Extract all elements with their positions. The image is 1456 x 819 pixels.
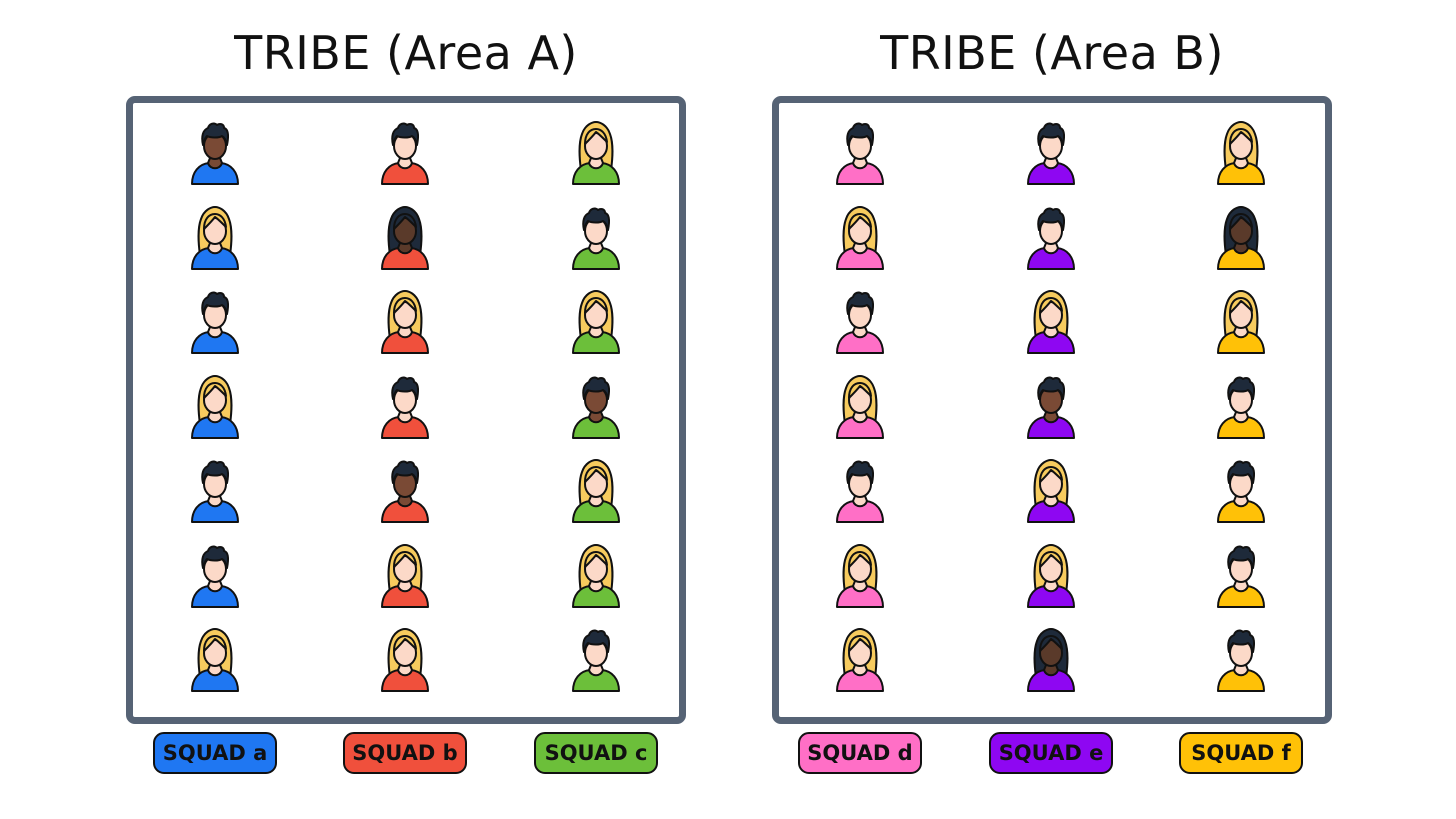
female-person-icon [189,627,241,693]
female-person-icon [189,205,241,271]
male-person-icon [834,289,886,355]
tribe-title-area-a: TRIBE (Area A) [234,26,578,80]
male-person-icon [379,374,431,440]
male-person-icon [189,543,241,609]
squad-label-b: SQUAD b [343,732,467,774]
female-person-icon [379,543,431,609]
female-person-icon [834,543,886,609]
female-person-icon [570,458,622,524]
female-person-icon [1215,205,1267,271]
female-person-icon [1215,289,1267,355]
male-person-icon [834,120,886,186]
squad-label-f: SQUAD f [1179,732,1303,774]
female-person-icon [834,374,886,440]
male-person-icon [1025,205,1077,271]
male-person-icon [1215,543,1267,609]
female-person-icon [570,120,622,186]
squad-label-a: SQUAD a [153,732,277,774]
female-person-icon [1025,627,1077,693]
male-person-icon [189,120,241,186]
female-person-icon [1215,120,1267,186]
female-person-icon [1025,289,1077,355]
male-person-icon [189,458,241,524]
female-person-icon [834,627,886,693]
female-person-icon [379,205,431,271]
male-person-icon [570,205,622,271]
male-person-icon [1025,374,1077,440]
male-person-icon [1025,120,1077,186]
male-person-icon [189,289,241,355]
male-person-icon [379,120,431,186]
male-person-icon [570,374,622,440]
tribe-title-area-b: TRIBE (Area B) [880,26,1224,80]
female-person-icon [570,289,622,355]
male-person-icon [1215,458,1267,524]
female-person-icon [379,289,431,355]
squad-label-c: SQUAD c [534,732,658,774]
squad-label-e: SQUAD e [989,732,1113,774]
male-person-icon [570,627,622,693]
male-person-icon [834,458,886,524]
female-person-icon [834,205,886,271]
squad-label-d: SQUAD d [798,732,922,774]
female-person-icon [1025,543,1077,609]
female-person-icon [570,543,622,609]
female-person-icon [1025,458,1077,524]
male-person-icon [379,458,431,524]
male-person-icon [1215,374,1267,440]
female-person-icon [379,627,431,693]
female-person-icon [189,374,241,440]
male-person-icon [1215,627,1267,693]
